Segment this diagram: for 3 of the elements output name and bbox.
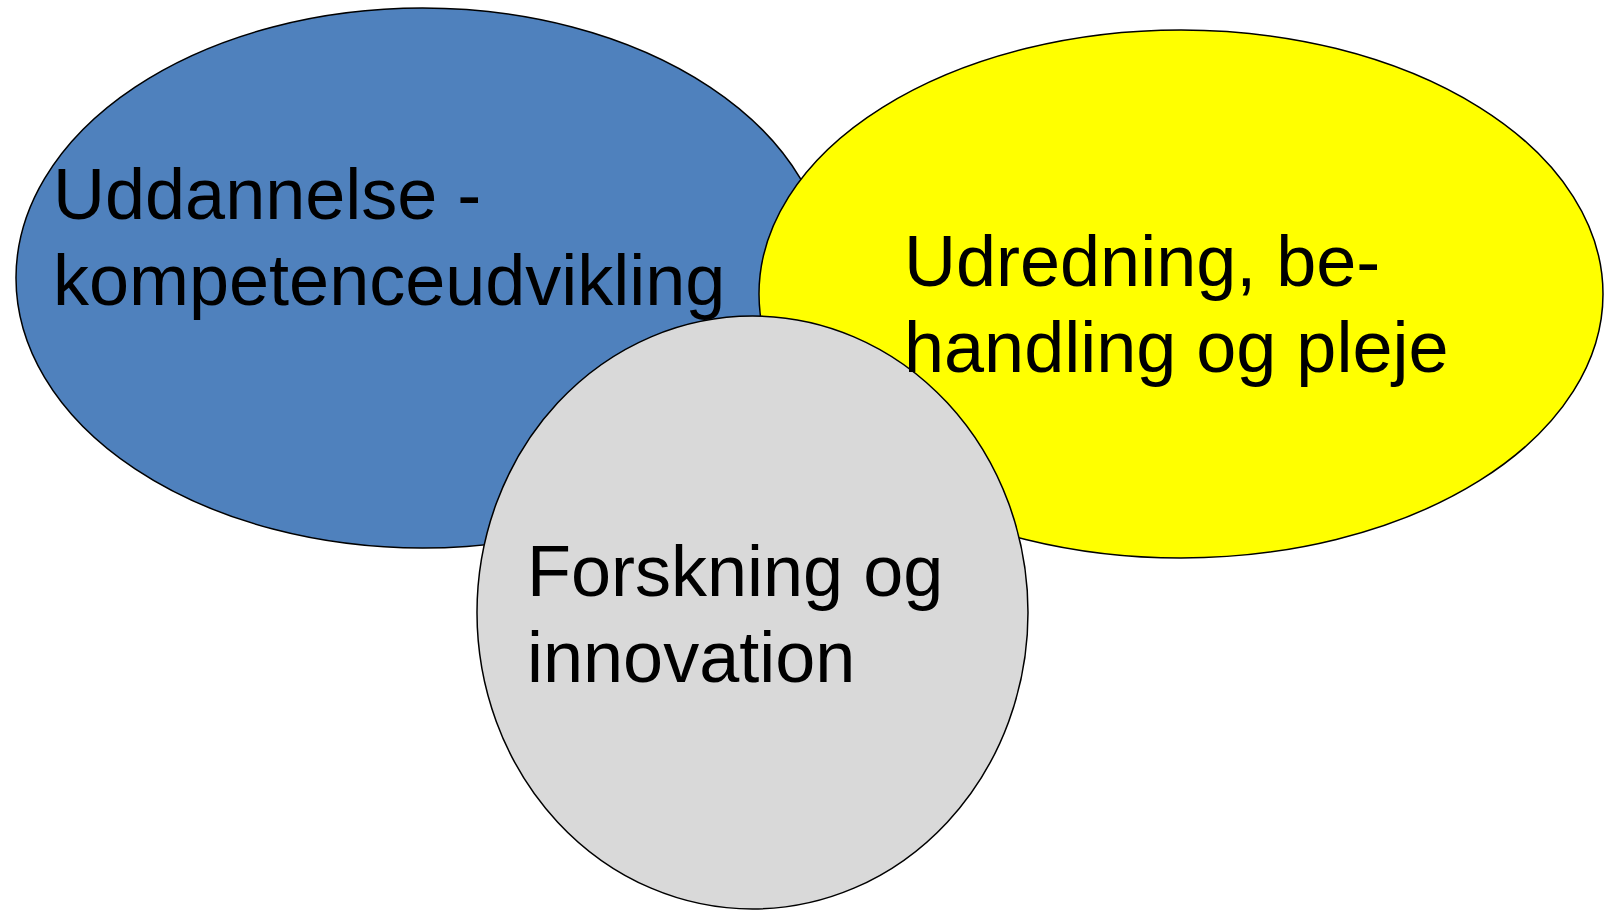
node-label: Forskning og innovation [527,530,945,699]
node-label: Uddannelse - kompetenceudvikling [53,153,727,322]
node-label: Udredning, be- handling og pleje [904,220,1450,389]
